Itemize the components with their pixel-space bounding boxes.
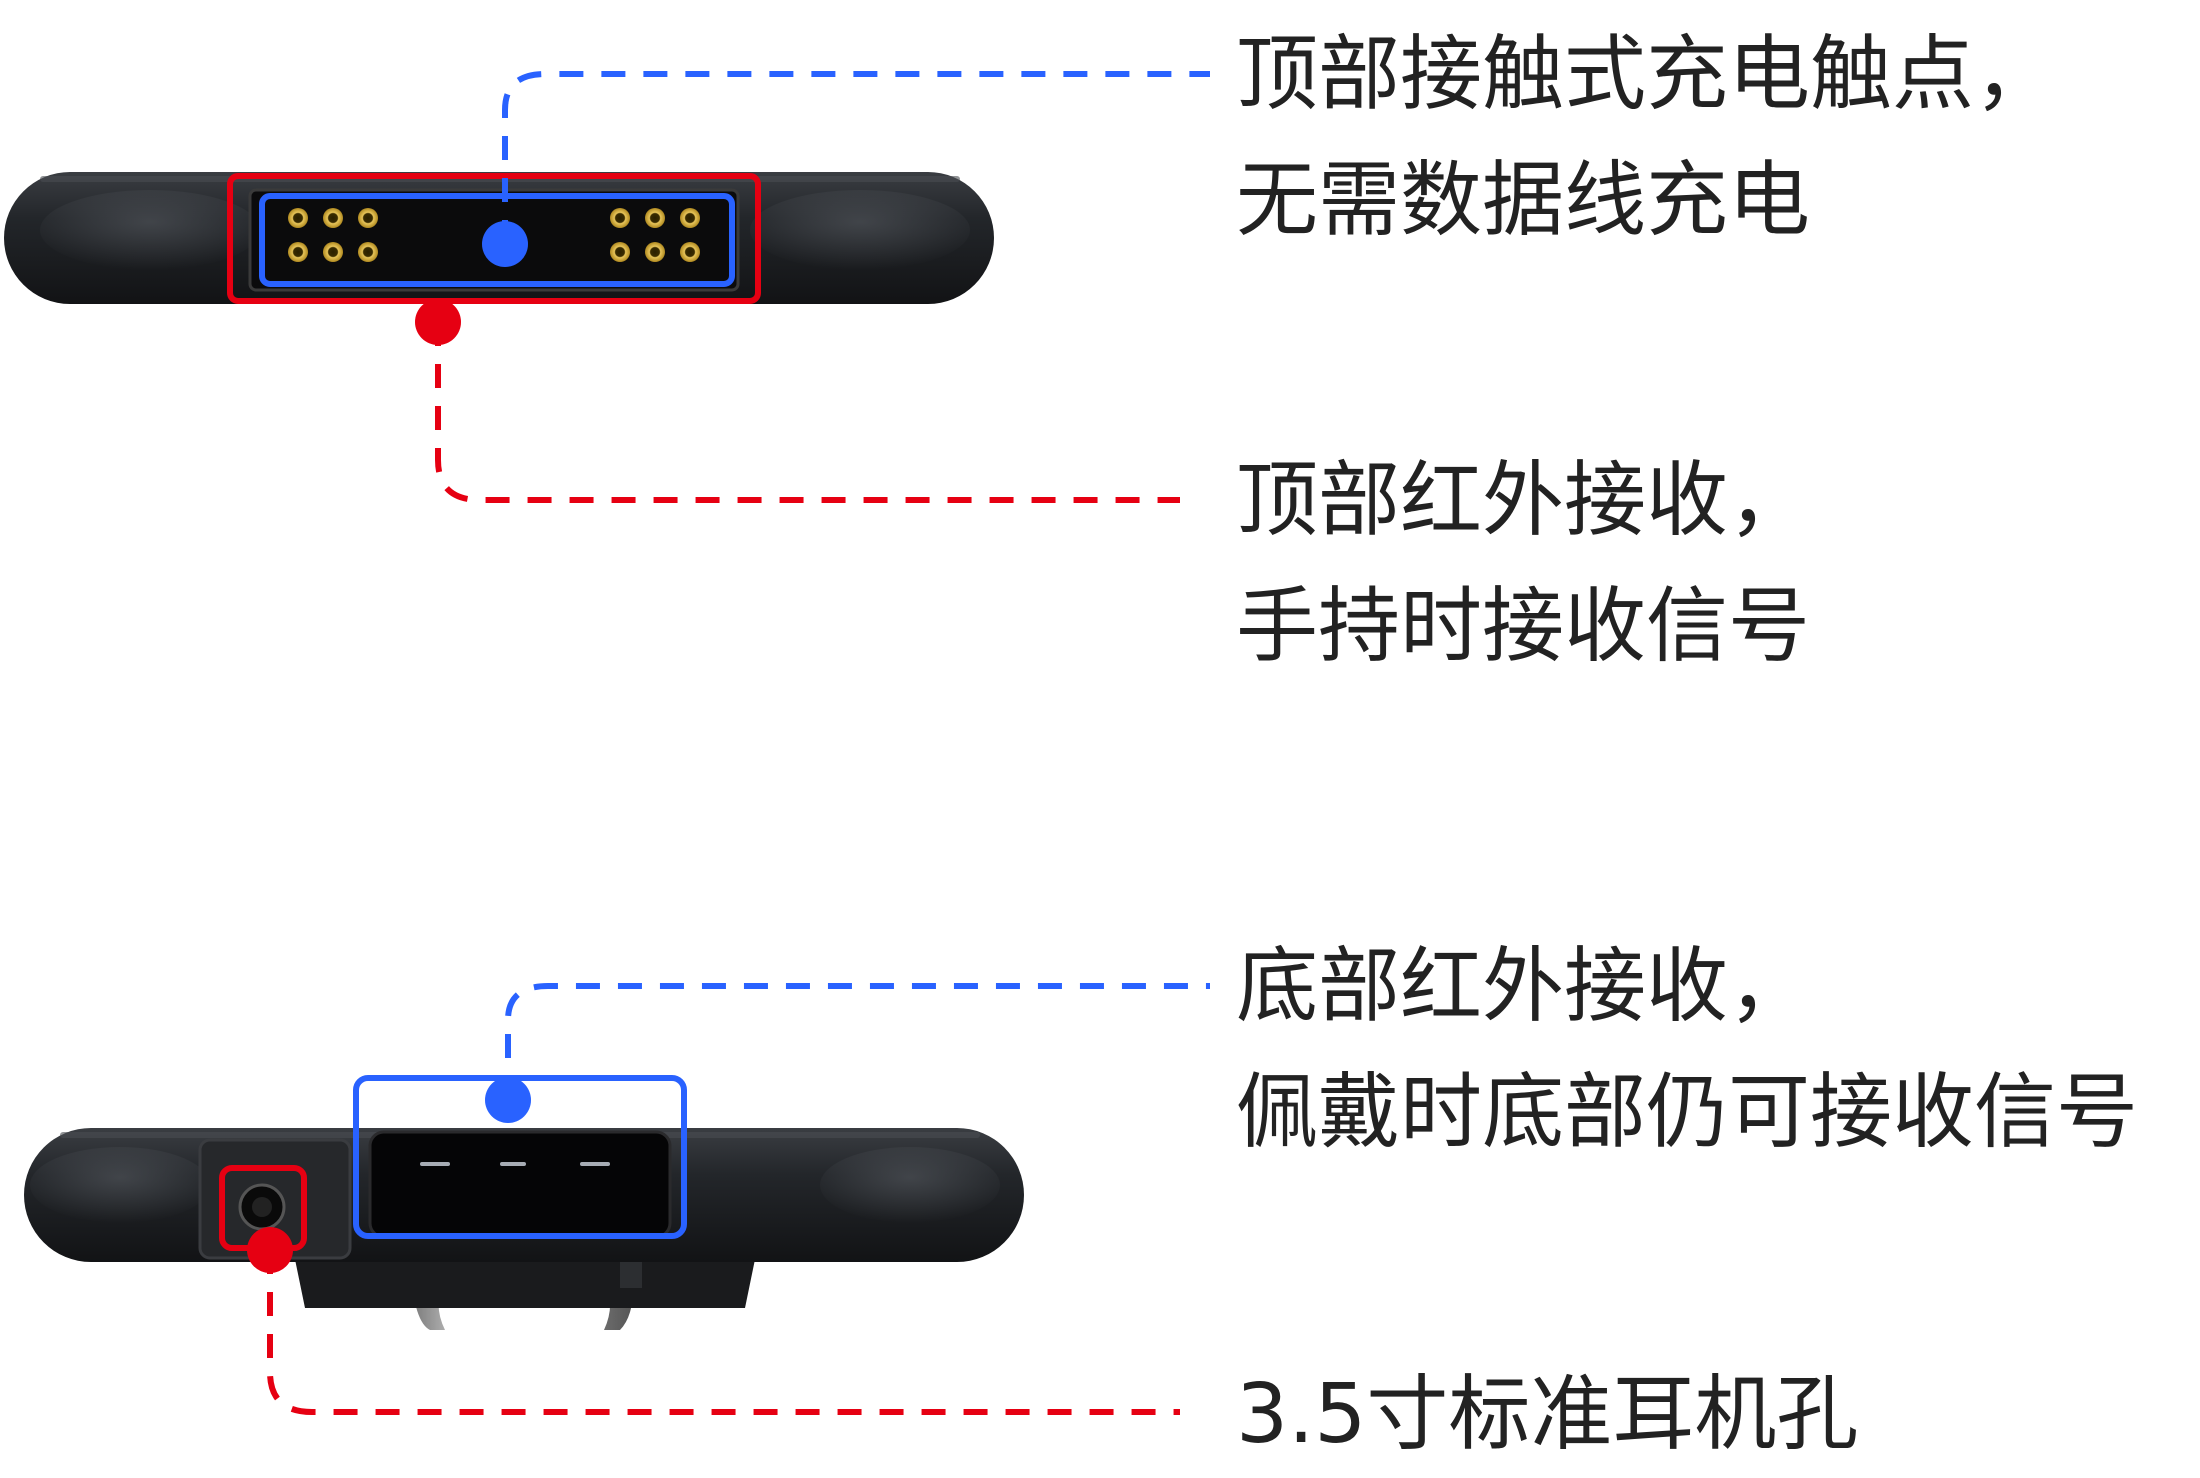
top-infrared-marker-dot <box>415 299 461 345</box>
mounting-clip-edge <box>620 1262 642 1288</box>
charging-pin <box>610 208 630 228</box>
headphone-jack-inner <box>252 1197 272 1217</box>
headphone-jack-callout: 3.5寸标准耳机孔 <box>1236 1352 1858 1478</box>
charging-pin <box>358 242 378 262</box>
bottom-device-gloss-left <box>30 1147 210 1223</box>
bottom-infrared-marker-dot <box>485 1077 531 1123</box>
callout-text: 无需数据线充电 <box>1236 153 1811 248</box>
callout-text: 佩戴时底部仍可接收信号 <box>1236 1065 2139 1160</box>
top-device-gloss-right <box>750 190 970 270</box>
top-infrared-callout: 顶部红外接收， 手持时接收信号 <box>1236 438 1810 690</box>
charging-pin <box>288 208 308 228</box>
callout-text: 底部红外接收， <box>1236 939 1811 1034</box>
top-charging-marker-dot <box>482 221 528 267</box>
bottom-device-gloss-right <box>820 1147 1000 1223</box>
bottom-device <box>24 1128 1024 1330</box>
bottom-infrared-callout: 底部红外接收， 佩戴时底部仍可接收信号 <box>1236 924 2138 1176</box>
bottom-infrared-leader-line <box>505 983 1210 1100</box>
charging-pin <box>288 242 308 262</box>
charging-pins-left <box>288 208 378 262</box>
top-device-gloss-left <box>40 190 260 270</box>
charging-pin <box>680 242 700 262</box>
charging-pin <box>323 242 343 262</box>
charging-pin <box>323 208 343 228</box>
callout-text: 顶部红外接收， <box>1236 453 1811 548</box>
ir-reflection <box>580 1162 610 1166</box>
charging-pin <box>358 208 378 228</box>
charging-pin <box>645 208 665 228</box>
charging-pin <box>645 242 665 262</box>
top-infrared-leader-line <box>435 322 1180 503</box>
top-infrared-highlight-box <box>227 173 761 304</box>
charging-pin <box>680 208 700 228</box>
charging-pins-right <box>610 208 700 262</box>
bottom-infrared-window <box>368 1130 672 1239</box>
charging-contacts-highlight-box <box>259 193 735 287</box>
callout-text: 手持时接收信号 <box>1236 579 1811 674</box>
top-charging-leader-line <box>502 71 1210 244</box>
ir-reflection <box>420 1162 450 1166</box>
ir-reflection <box>500 1162 526 1166</box>
callout-text: 3.5寸标准耳机孔 <box>1236 1367 1859 1462</box>
headphone-jack-leader-line <box>267 1250 1180 1415</box>
callout-text: 顶部接触式充电触点， <box>1236 27 2057 122</box>
headphone-jack-marker-dot <box>247 1227 293 1273</box>
bottom-infrared-highlight-box <box>353 1075 687 1239</box>
top-charging-callout: 顶部接触式充电触点， 无需数据线充电 <box>1236 12 2056 264</box>
charging-pin <box>610 242 630 262</box>
